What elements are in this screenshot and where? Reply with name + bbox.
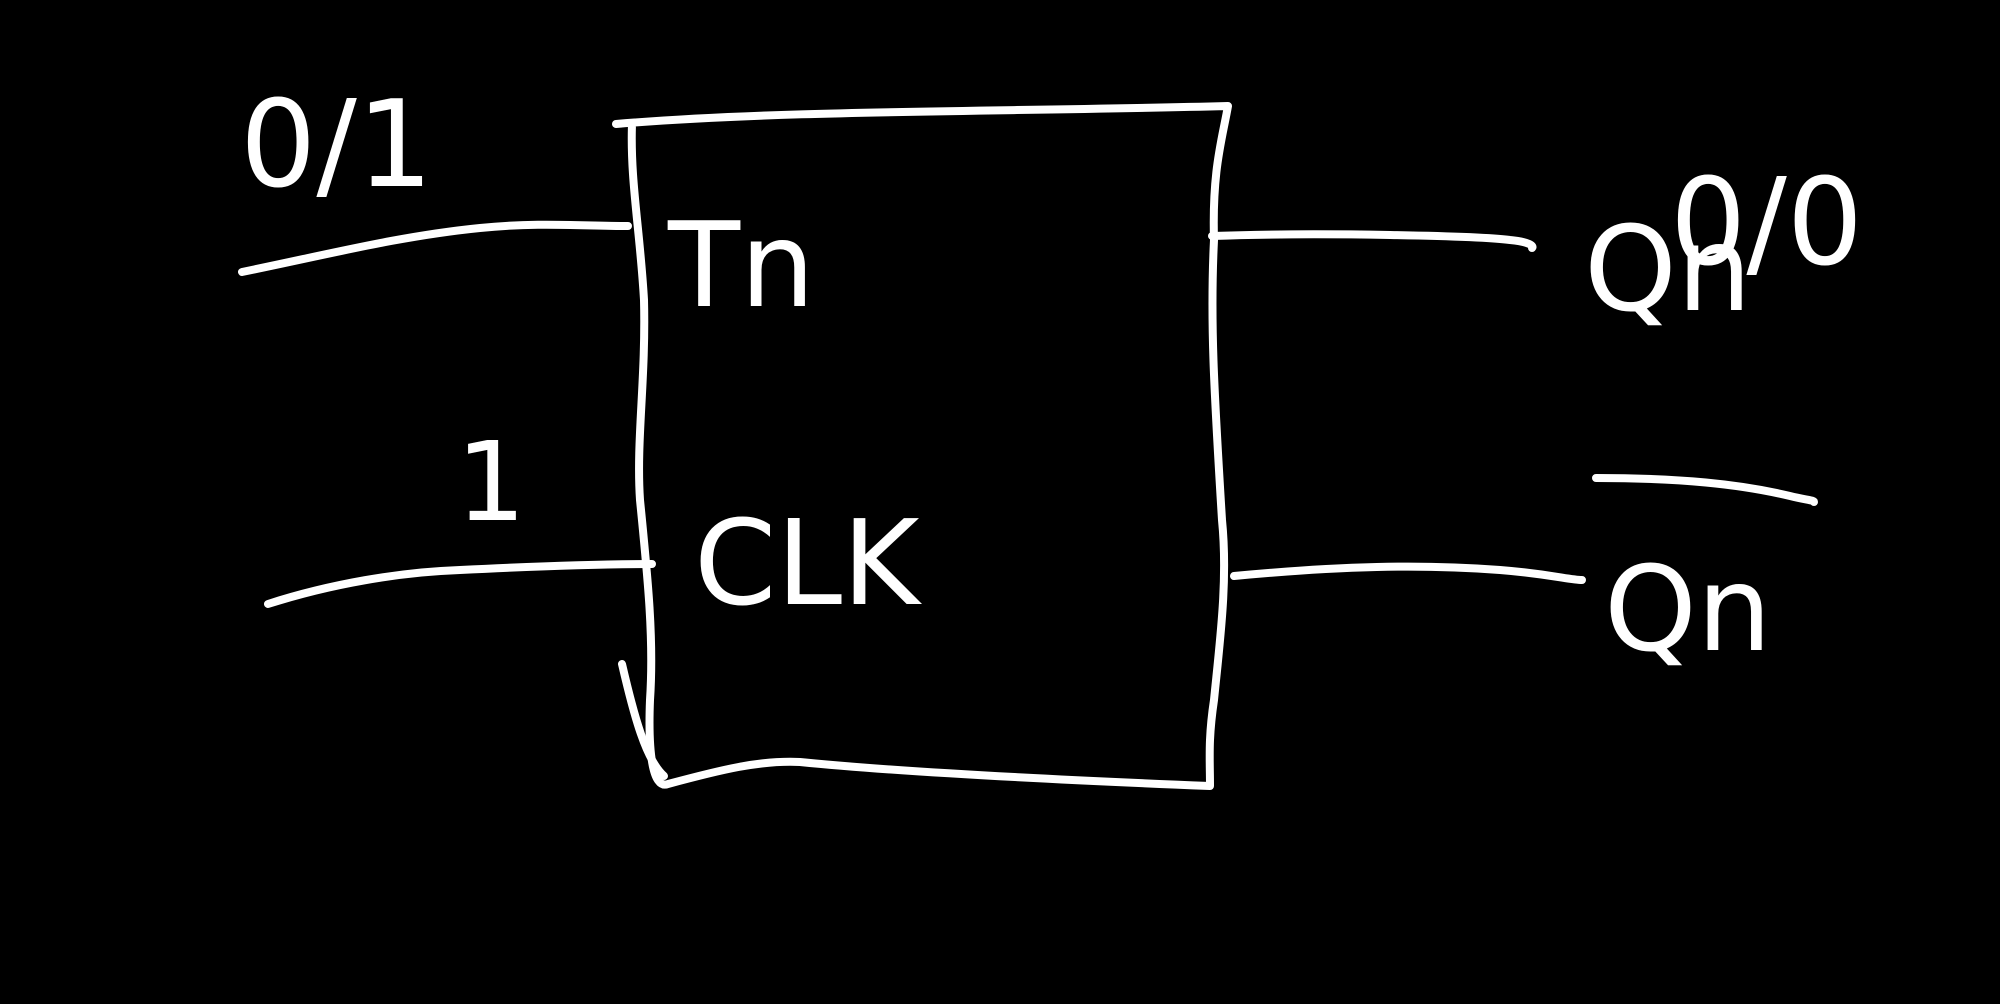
t-input-line [238,220,632,276]
q-output-values: 0/0 [1670,154,1863,293]
qbar-overline [1592,474,1818,506]
clk-input-line [264,560,656,608]
clk-pin-label: CLK [694,494,922,632]
qbar-output-line [1230,562,1586,584]
q-output-label: Qn [1584,200,1752,338]
t-input-values: 0/1 [240,76,433,215]
qbar-output-label: Qn [1604,540,1772,678]
q-output-line [1208,230,1537,252]
clk-input-value: 1 [456,418,526,546]
flip-flop-block [612,102,1232,790]
t-pin-label: Tn [667,196,815,334]
clk-edge-marker [618,660,668,780]
